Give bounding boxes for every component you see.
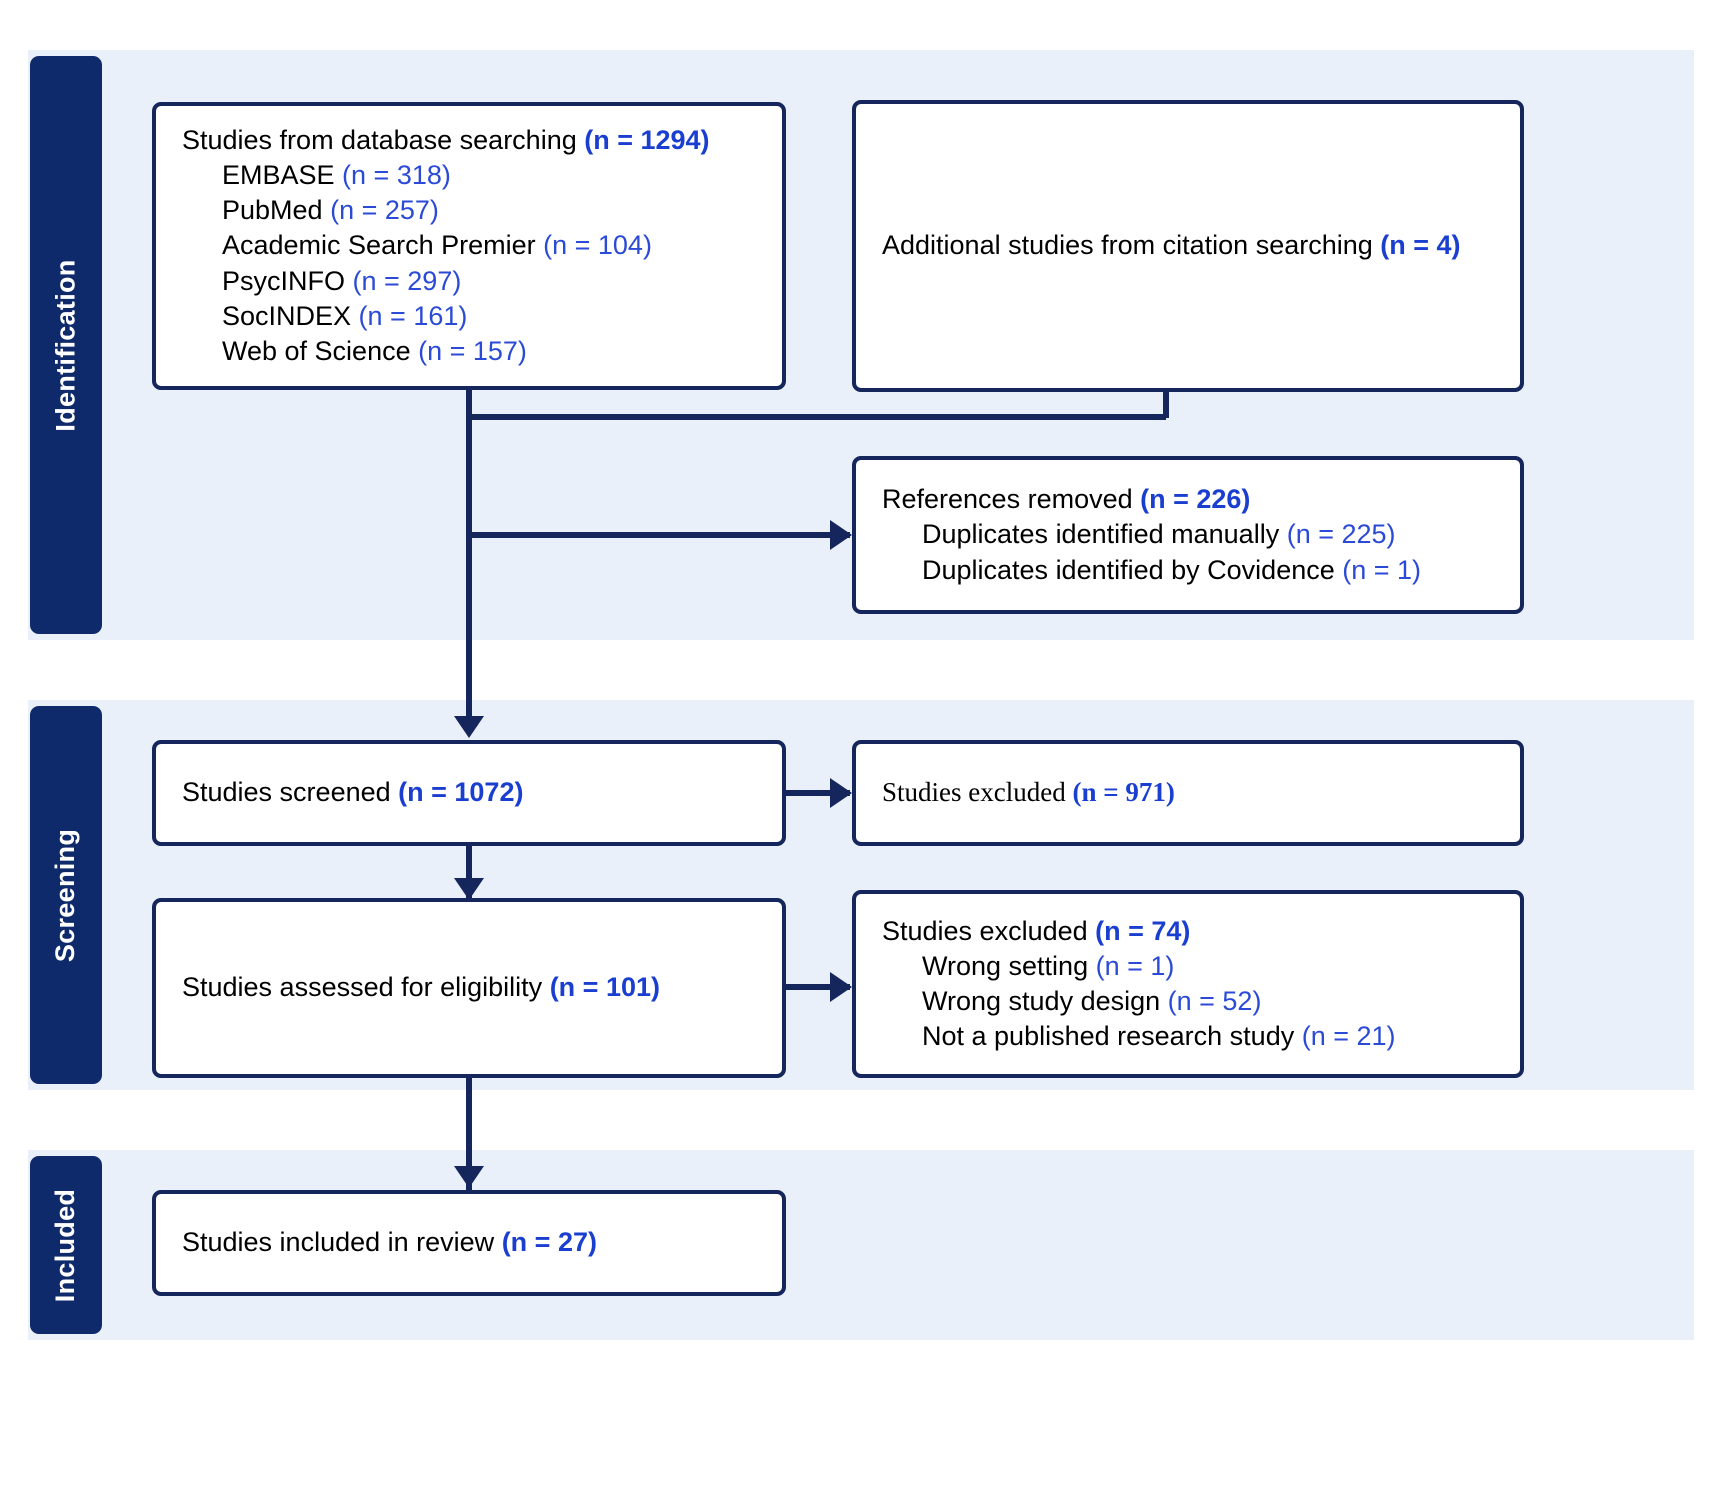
excluded-item-wrong-setting-count: (n = 1) bbox=[1095, 950, 1175, 981]
box-studies-excluded-eligibility: Studies excluded (n = 74) Wrong setting … bbox=[852, 890, 1524, 1078]
connector-to-references-removed bbox=[466, 532, 850, 538]
connector-eligibility-to-included bbox=[466, 1078, 472, 1190]
arrowhead-to-screened bbox=[454, 716, 484, 738]
excluded-item-wrong-study-design-count: (n = 52) bbox=[1167, 986, 1262, 1016]
excluded-eligibility-heading: Studies excluded (n = 74) bbox=[882, 915, 1191, 946]
sidebar-tab-screening: Screening bbox=[30, 706, 102, 1084]
connector-database-to-screened bbox=[466, 390, 472, 720]
removed-item-covidence-count: (n = 1) bbox=[1342, 554, 1422, 585]
connector-screened-to-excluded bbox=[786, 790, 850, 796]
removed-item-manual: Duplicates identified manually (n = 225) bbox=[922, 519, 1396, 550]
excluded-eligibility-heading-count: (n = 74) bbox=[1095, 915, 1191, 946]
database-item-web-of-science: Web of Science (n = 157) bbox=[222, 335, 527, 366]
database-item-pubmed: PubMed (n = 257) bbox=[222, 195, 439, 226]
connector-merge-bar bbox=[466, 414, 1166, 420]
box-studies-included-review: Studies included in review (n = 27) bbox=[152, 1190, 786, 1296]
eligibility-heading-count: (n = 101) bbox=[549, 972, 660, 1003]
arrowhead-to-included bbox=[454, 1166, 484, 1188]
sidebar-tab-screening-label: Screening bbox=[50, 828, 81, 962]
database-item-academic-search-premier-count: (n = 104) bbox=[543, 230, 652, 261]
removed-heading: References removed (n = 226) bbox=[882, 484, 1251, 515]
database-item-socindex-count: (n = 161) bbox=[358, 300, 468, 331]
arrowhead-to-excluded-screening bbox=[830, 778, 852, 808]
screened-heading: Studies screened (n = 1072) bbox=[182, 777, 524, 808]
box-database-searching: Studies from database searching (n = 129… bbox=[152, 102, 786, 390]
box-studies-assessed-eligibility: Studies assessed for eligibility (n = 10… bbox=[152, 898, 786, 1078]
box-citation-searching: Additional studies from citation searchi… bbox=[852, 100, 1524, 392]
sidebar-tab-included: Included bbox=[30, 1156, 102, 1334]
connector-screened-to-eligibility bbox=[466, 846, 472, 898]
excluded-screening-heading: Studies excluded (n = 971) bbox=[882, 777, 1175, 808]
database-item-psycinfo-count: (n = 297) bbox=[352, 265, 462, 296]
connector-citation-drop bbox=[1163, 392, 1169, 418]
database-item-socindex: SocINDEX (n = 161) bbox=[222, 300, 468, 331]
removed-item-manual-count: (n = 225) bbox=[1286, 519, 1396, 550]
arrowhead-to-excluded-eligibility bbox=[830, 972, 852, 1002]
excluded-screening-heading-count: (n = 971) bbox=[1072, 777, 1175, 808]
database-heading-count: (n = 1294) bbox=[584, 125, 710, 156]
included-heading: Studies included in review (n = 27) bbox=[182, 1227, 597, 1258]
included-heading-count: (n = 27) bbox=[501, 1227, 597, 1258]
arrowhead-to-references-removed bbox=[830, 520, 852, 550]
excluded-item-not-published: Not a published research study (n = 21) bbox=[922, 1021, 1396, 1052]
excluded-item-not-published-count: (n = 21) bbox=[1301, 1021, 1396, 1052]
arrowhead-to-eligibility bbox=[454, 878, 484, 900]
citation-heading-count: (n = 4) bbox=[1380, 230, 1461, 261]
excluded-item-wrong-setting: Wrong setting (n = 1) bbox=[922, 950, 1175, 981]
eligibility-heading: Studies assessed for eligibility (n = 10… bbox=[182, 972, 660, 1003]
sidebar-tab-identification: Identification bbox=[30, 56, 102, 634]
sidebar-tab-identification-label: Identification bbox=[50, 258, 81, 432]
connector-eligibility-to-excluded bbox=[786, 984, 850, 990]
database-item-psycinfo: PsycINFO (n = 297) bbox=[222, 265, 462, 296]
database-item-academic-search-premier: Academic Search Premier (n = 104) bbox=[222, 230, 652, 261]
database-item-web-of-science-count: (n = 157) bbox=[418, 335, 527, 366]
box-references-removed: References removed (n = 226) Duplicates … bbox=[852, 456, 1524, 614]
citation-heading: Additional studies from citation searchi… bbox=[882, 230, 1461, 261]
database-heading: Studies from database searching (n = 129… bbox=[182, 125, 710, 156]
removed-item-covidence: Duplicates identified by Covidence (n = … bbox=[922, 554, 1422, 585]
database-item-embase: EMBASE (n = 318) bbox=[222, 160, 451, 191]
excluded-item-wrong-study-design: Wrong study design (n = 52) bbox=[922, 986, 1262, 1016]
removed-heading-count: (n = 226) bbox=[1140, 484, 1251, 515]
database-item-pubmed-count: (n = 257) bbox=[330, 195, 439, 226]
box-studies-excluded-screening: Studies excluded (n = 971) bbox=[852, 740, 1524, 846]
box-studies-screened: Studies screened (n = 1072) bbox=[152, 740, 786, 846]
database-item-embase-count: (n = 318) bbox=[342, 160, 451, 191]
screened-heading-count: (n = 1072) bbox=[398, 777, 524, 808]
sidebar-tab-included-label: Included bbox=[50, 1188, 81, 1302]
